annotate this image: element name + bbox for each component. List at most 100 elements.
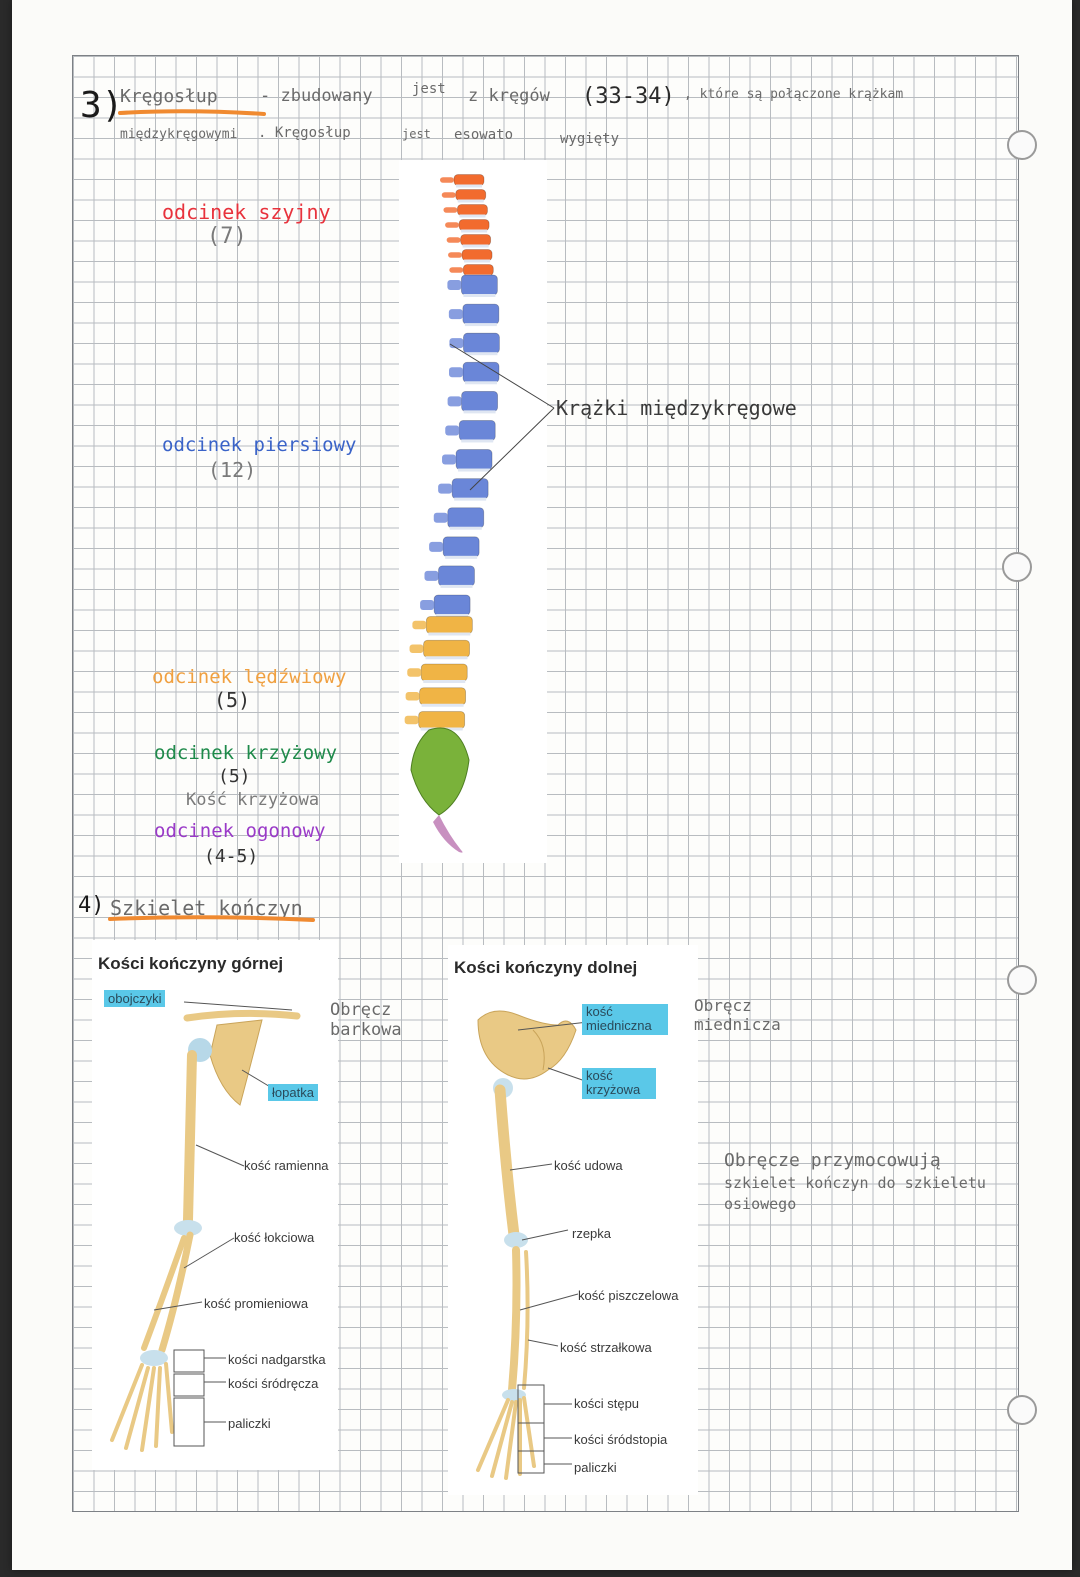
vertebra	[433, 594, 471, 616]
segment-coccyx-count: (4-5)	[204, 846, 259, 867]
thoracic-vertebrae	[420, 274, 500, 617]
intervertebral-disc	[464, 323, 497, 327]
binder-hole	[1007, 965, 1037, 995]
label-tarsals: kości stępu	[574, 1396, 640, 1411]
label-femur: kość udowa	[554, 1158, 623, 1173]
vertebra-process	[447, 396, 462, 407]
vertebra-process	[438, 483, 453, 494]
vertebra	[462, 303, 500, 325]
header-word: . Kręgosłup	[258, 125, 351, 141]
notebook-page: 3) Kręgosłup - zbudowany jest z kręgów (…	[12, 0, 1072, 1570]
intervertebral-disc	[456, 184, 482, 188]
vertebra	[462, 264, 494, 276]
segment-coccyx-name: odcinek ogonowy	[154, 820, 326, 842]
sacrum-bone	[410, 727, 470, 816]
vertebra	[460, 274, 498, 296]
vertebra-process	[449, 267, 464, 273]
label-scapula: łopatka	[268, 1084, 318, 1101]
note-pelvic-girdle: Obręcz miednicza	[694, 996, 784, 1034]
binder-hole	[1007, 1395, 1037, 1425]
vertebra	[419, 687, 467, 706]
label-ulna: kość łokciowa	[234, 1230, 315, 1245]
vertebra-process	[445, 222, 460, 228]
header-word: z kręgów	[468, 86, 550, 106]
vertebra-process	[443, 207, 458, 213]
label-phalanges-hand: paliczki	[228, 1416, 271, 1431]
label-carpals: kości nadgarstka	[228, 1352, 326, 1367]
vertebra-process	[442, 454, 457, 465]
intervertebral-disc	[449, 526, 482, 530]
label-metatarsals: kości śródstopia	[574, 1432, 668, 1447]
section4-underline	[108, 915, 315, 922]
header-word: (33-34)	[582, 84, 675, 109]
vertebra-process	[429, 541, 444, 552]
vertebra-process	[433, 512, 448, 523]
label-metacarpals: kości śródręcza	[228, 1376, 319, 1391]
vertebra	[453, 174, 485, 186]
vertebra-process	[449, 367, 464, 378]
intervertebral-disc	[457, 199, 484, 203]
note-shoulder-girdle-text: Obręcz barkowa	[330, 1000, 402, 1041]
section4-number: 4)	[78, 893, 105, 918]
side-note-line: szkielet kończyn do szkieletu	[724, 1174, 986, 1192]
vertebra-process	[424, 570, 439, 581]
vertebra	[447, 507, 485, 529]
title-underline	[118, 109, 266, 116]
header-word: jest	[412, 81, 446, 97]
header-word: , które są połączone krążkam	[684, 87, 904, 102]
vertebra-process	[448, 252, 463, 258]
vertebra	[425, 616, 473, 634]
vertebra-process	[409, 644, 424, 653]
note-pelvic-girdle-text: Obręcz miednicza	[694, 996, 781, 1035]
vertebra	[460, 234, 492, 246]
vertebra	[442, 536, 480, 558]
intervertebral-disc	[421, 703, 464, 707]
vertebra	[455, 189, 487, 201]
intervertebral-disc	[436, 614, 469, 617]
segment-lumbar-count: (5)	[214, 688, 251, 712]
header-word: - zbudowany	[260, 86, 373, 106]
vertebra-process	[445, 425, 460, 436]
intervertebral-disc	[445, 555, 478, 559]
label-phalanges-foot: paliczki	[574, 1460, 617, 1475]
intervertebral-disc	[463, 294, 496, 297]
label-hip-bone: kość miedniczna	[582, 1004, 668, 1035]
segment-thoracic-count: (12)	[208, 458, 257, 482]
header-word: Kręgosłup	[120, 86, 218, 107]
intervertebral-disc	[461, 229, 488, 233]
header-word: wygięty	[560, 131, 620, 147]
label-patella: rzepka	[572, 1226, 612, 1241]
segment-cervical-name: odcinek szyjny	[162, 200, 331, 224]
segment-lumbar-name: odcinek lędźwiowy	[152, 666, 347, 688]
coccyx-bone	[433, 815, 463, 853]
intervertebral-disc	[458, 468, 491, 472]
vertebra-process	[412, 620, 427, 630]
side-note-line: Obręcze przymocowują	[724, 1150, 941, 1171]
intervertebral-disc	[465, 381, 498, 385]
vertebra	[457, 204, 488, 216]
intervertebral-disc	[464, 259, 491, 263]
intervertebral-disc	[465, 352, 498, 356]
header-word: międzykręgowymi	[120, 127, 238, 142]
vertebra-process	[420, 600, 435, 610]
side-note: Obręcze przymocowują szkielet kończyn do…	[724, 1152, 1014, 1212]
lower-limb-title: Kości kończyny dolnej	[454, 958, 638, 977]
label-radius: kość promieniowa	[204, 1296, 309, 1311]
segment-cervical-count: (7)	[207, 224, 247, 249]
upper-limb-title: Kości kończyny górnej	[98, 954, 284, 973]
note-shoulder-girdle: Obręcz barkowa	[330, 1000, 420, 1041]
binder-hole	[1007, 130, 1037, 160]
vertebra	[438, 565, 475, 587]
side-note-line: osiowego	[724, 1195, 797, 1213]
label-tibia: kość piszczelowa	[578, 1288, 679, 1303]
vertebra-process	[405, 692, 420, 701]
vertebra-process	[447, 280, 462, 290]
lower-limb-illustration	[476, 1010, 589, 1480]
intervertebral-disc	[462, 244, 489, 248]
intervertebral-disc	[454, 497, 487, 501]
vertebra	[420, 663, 468, 682]
cervical-vertebrae	[440, 174, 494, 278]
vertebra	[461, 249, 493, 261]
header-word: esowato	[454, 127, 514, 143]
vertebra	[458, 219, 490, 231]
